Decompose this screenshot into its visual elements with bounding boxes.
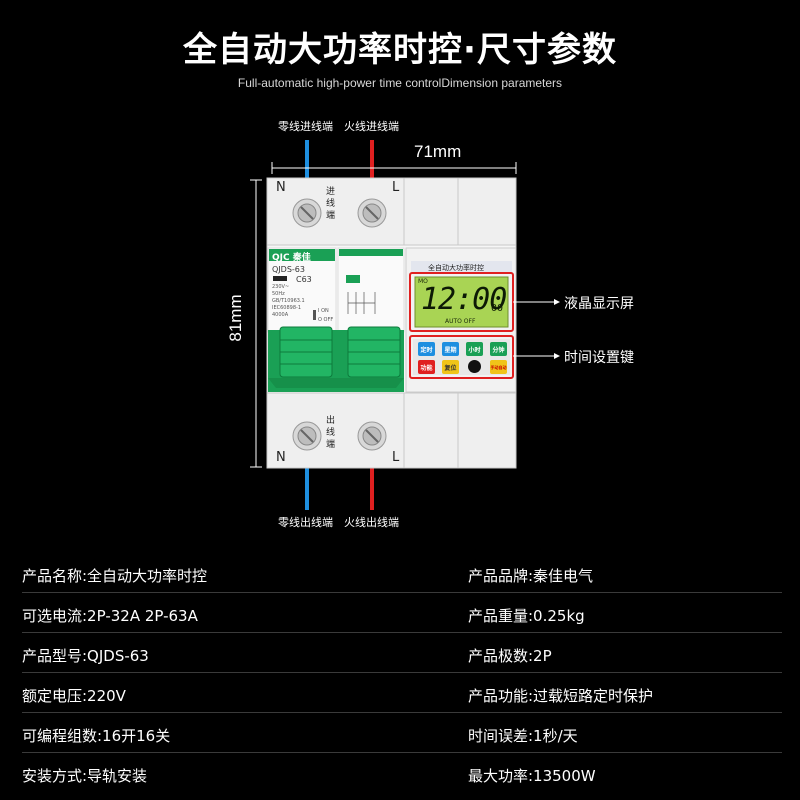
lcd-callout: 液晶显示屏 bbox=[564, 296, 634, 312]
spec-row: 额定电压:220V 产品功能:过载短路定时保护 bbox=[22, 673, 782, 713]
width-dimension: 71mm bbox=[414, 142, 462, 161]
divider bbox=[22, 712, 782, 713]
lcd-day: MO bbox=[418, 278, 428, 285]
spec-right: 产品品牌:秦佳电气 bbox=[468, 567, 594, 585]
spec-left: 可选电流:2P-32A 2P-63A bbox=[22, 607, 198, 625]
spec-lines: 230V~ 50Hz GB/T10963.1 IEC60898-1 4000A bbox=[272, 284, 305, 318]
manual-auto-button[interactable]: 手动自动 bbox=[490, 360, 507, 374]
spec-left: 安装方式:导轨安装 bbox=[22, 767, 148, 785]
spec-right: 最大功率:13500W bbox=[468, 767, 596, 785]
lcd-time: 12:00 bbox=[421, 282, 507, 317]
breaker-diagram bbox=[250, 140, 560, 510]
n-letter-bottom: N bbox=[276, 450, 286, 465]
l-letter-top: L bbox=[392, 180, 400, 195]
page-subtitle: Full-automatic high-power time controlDi… bbox=[237, 76, 563, 90]
spec-left: 产品型号:QJDS-63 bbox=[22, 647, 149, 665]
round-button[interactable] bbox=[468, 360, 481, 373]
page-title: 全自动大功率时控·尺寸参数 bbox=[183, 30, 617, 70]
height-dimension: 81mm bbox=[226, 294, 245, 342]
model-label: QJDS-63 bbox=[272, 265, 305, 274]
spec-right: 产品重量:0.25kg bbox=[468, 607, 585, 625]
function-button[interactable]: 功能 bbox=[418, 360, 435, 374]
off-label: O OFF bbox=[318, 317, 334, 323]
l-letter-bottom: L bbox=[392, 450, 400, 465]
hour-button[interactable]: 小时 bbox=[466, 342, 483, 356]
on-label: I ON bbox=[318, 308, 329, 314]
terminal-in-text: 进线端 bbox=[326, 187, 336, 221]
divider bbox=[22, 752, 782, 753]
neutral-out-label: 零线出线端 bbox=[278, 516, 333, 529]
spec-row: 可编程组数:16开16关 时间误差:1秒/天 bbox=[22, 713, 782, 753]
set-timer-button[interactable]: 定时 bbox=[418, 342, 435, 356]
rating-label: C63 bbox=[296, 275, 312, 284]
live-in-label: 火线进线端 bbox=[344, 120, 399, 133]
divider bbox=[22, 592, 782, 593]
n-letter-top: N bbox=[276, 180, 286, 195]
spec-left: 额定电压:220V bbox=[22, 687, 126, 705]
lcd-seconds: 00 bbox=[491, 303, 504, 314]
live-out-label: 火线出线端 bbox=[344, 516, 399, 529]
brand-logo: QJC 秦佳 bbox=[272, 253, 311, 263]
spec-row: 产品型号:QJDS-63 产品极数:2P bbox=[22, 633, 782, 673]
week-button[interactable]: 星期 bbox=[442, 342, 459, 356]
minute-button[interactable]: 分钟 bbox=[490, 342, 507, 356]
keys-callout: 时间设置键 bbox=[564, 350, 634, 366]
spec-right: 产品极数:2P bbox=[468, 647, 552, 665]
spec-left: 可编程组数:16开16关 bbox=[22, 727, 171, 745]
timer-title: 全自动大功率时控 bbox=[428, 264, 484, 272]
spec-row: 产品名称:全自动大功率时控 产品品牌:秦佳电气 bbox=[22, 553, 782, 593]
reset-button[interactable]: 复位 bbox=[442, 360, 459, 374]
neutral-in-label: 零线进线端 bbox=[278, 120, 333, 133]
divider bbox=[22, 672, 782, 673]
lcd-mode: AUTO OFF bbox=[445, 318, 476, 325]
divider bbox=[22, 632, 782, 633]
spec-row: 安装方式:导轨安装 最大功率:13500W bbox=[22, 753, 782, 793]
spec-right: 产品功能:过载短路定时保护 bbox=[468, 687, 654, 705]
spec-right: 时间误差:1秒/天 bbox=[468, 727, 578, 745]
spec-left: 产品名称:全自动大功率时控 bbox=[22, 567, 208, 585]
spec-row: 可选电流:2P-32A 2P-63A 产品重量:0.25kg bbox=[22, 593, 782, 633]
terminal-out-text: 出线端 bbox=[326, 416, 336, 450]
